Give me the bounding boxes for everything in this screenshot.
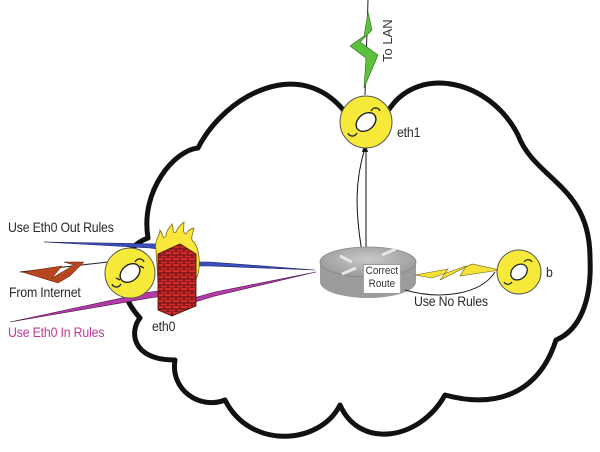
eth0-out-rules-label: Use Eth0 Out Rules (8, 219, 114, 235)
correct-route-line1: Correct (365, 265, 399, 277)
correct-route-label: Correct Route (363, 264, 401, 294)
route-arrow-to-eth1 (356, 142, 368, 253)
internet-link-bolt (19, 261, 109, 284)
eth1-label: eth1 (397, 124, 421, 140)
b-label: b (546, 264, 553, 280)
b-interface[interactable] (496, 249, 542, 295)
network-cloud (119, 80, 593, 439)
eth1-interface[interactable] (339, 95, 393, 149)
from-internet-label: From Internet (9, 284, 81, 300)
eth0-in-rules-label: Use Eth0 In Rules (8, 324, 105, 340)
eth0-interface[interactable] (104, 247, 156, 299)
to-lan-label: To LAN (380, 19, 395, 62)
eth0-label: eth0 (152, 318, 176, 334)
use-no-rules-label: Use No Rules (414, 293, 488, 309)
firewall-icon (155, 221, 200, 317)
no-rules-link-bolt (404, 263, 501, 296)
lan-link-bolt (349, 0, 379, 96)
correct-route-line2: Route (368, 278, 396, 290)
